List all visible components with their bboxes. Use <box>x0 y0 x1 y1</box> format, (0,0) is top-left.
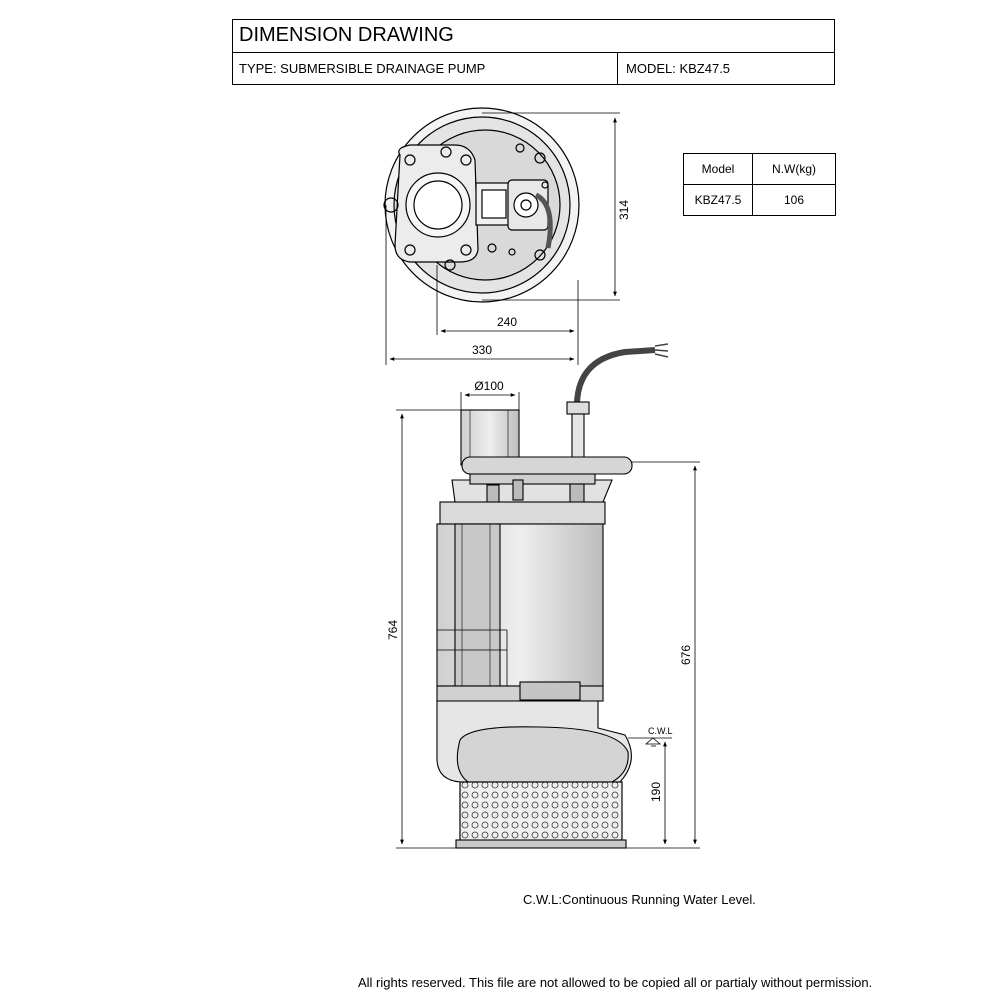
dim-cwl-height: 190 <box>649 782 663 802</box>
dim-outlet-diameter: Ø100 <box>474 379 504 393</box>
top-view <box>383 107 580 303</box>
pump-model: MODEL: KBZ47.5 <box>626 61 731 76</box>
title-block: DIMENSION DRAWING TYPE: SUBMERSIBLE DRAI… <box>232 19 835 85</box>
copyright-note: All rights reserved. This file are not a… <box>358 975 873 990</box>
cwl-note: C.W.L:Continuous Running Water Level. <box>523 892 756 907</box>
top-view-dimensions <box>385 112 620 365</box>
spec-row: KBZ47.5 106 <box>683 184 836 216</box>
pump-type: TYPE: SUBMERSIBLE DRAINAGE PUMP <box>239 61 486 76</box>
dim-outlet-height: 676 <box>679 645 693 665</box>
spec-table: Model N.W(kg) KBZ47.5 106 <box>683 153 836 216</box>
dim-inner-width: 240 <box>497 315 517 329</box>
drawing-title: DIMENSION DRAWING <box>239 24 454 46</box>
dim-top-height: 314 <box>617 200 631 220</box>
title-row: DIMENSION DRAWING <box>233 20 834 53</box>
type-row: TYPE: SUBMERSIBLE DRAINAGE PUMP MODEL: K… <box>233 53 834 85</box>
dim-outer-width: 330 <box>472 343 492 357</box>
spec-model-value: KBZ47.5 <box>683 184 753 216</box>
front-view <box>436 343 669 849</box>
spec-header-model: Model <box>683 153 753 185</box>
cwl-label: C.W.L <box>648 726 673 736</box>
front-view-dimensions <box>396 392 700 849</box>
dim-total-height: 764 <box>386 620 400 640</box>
spec-weight-value: 106 <box>752 184 836 216</box>
title-separator <box>617 53 618 85</box>
